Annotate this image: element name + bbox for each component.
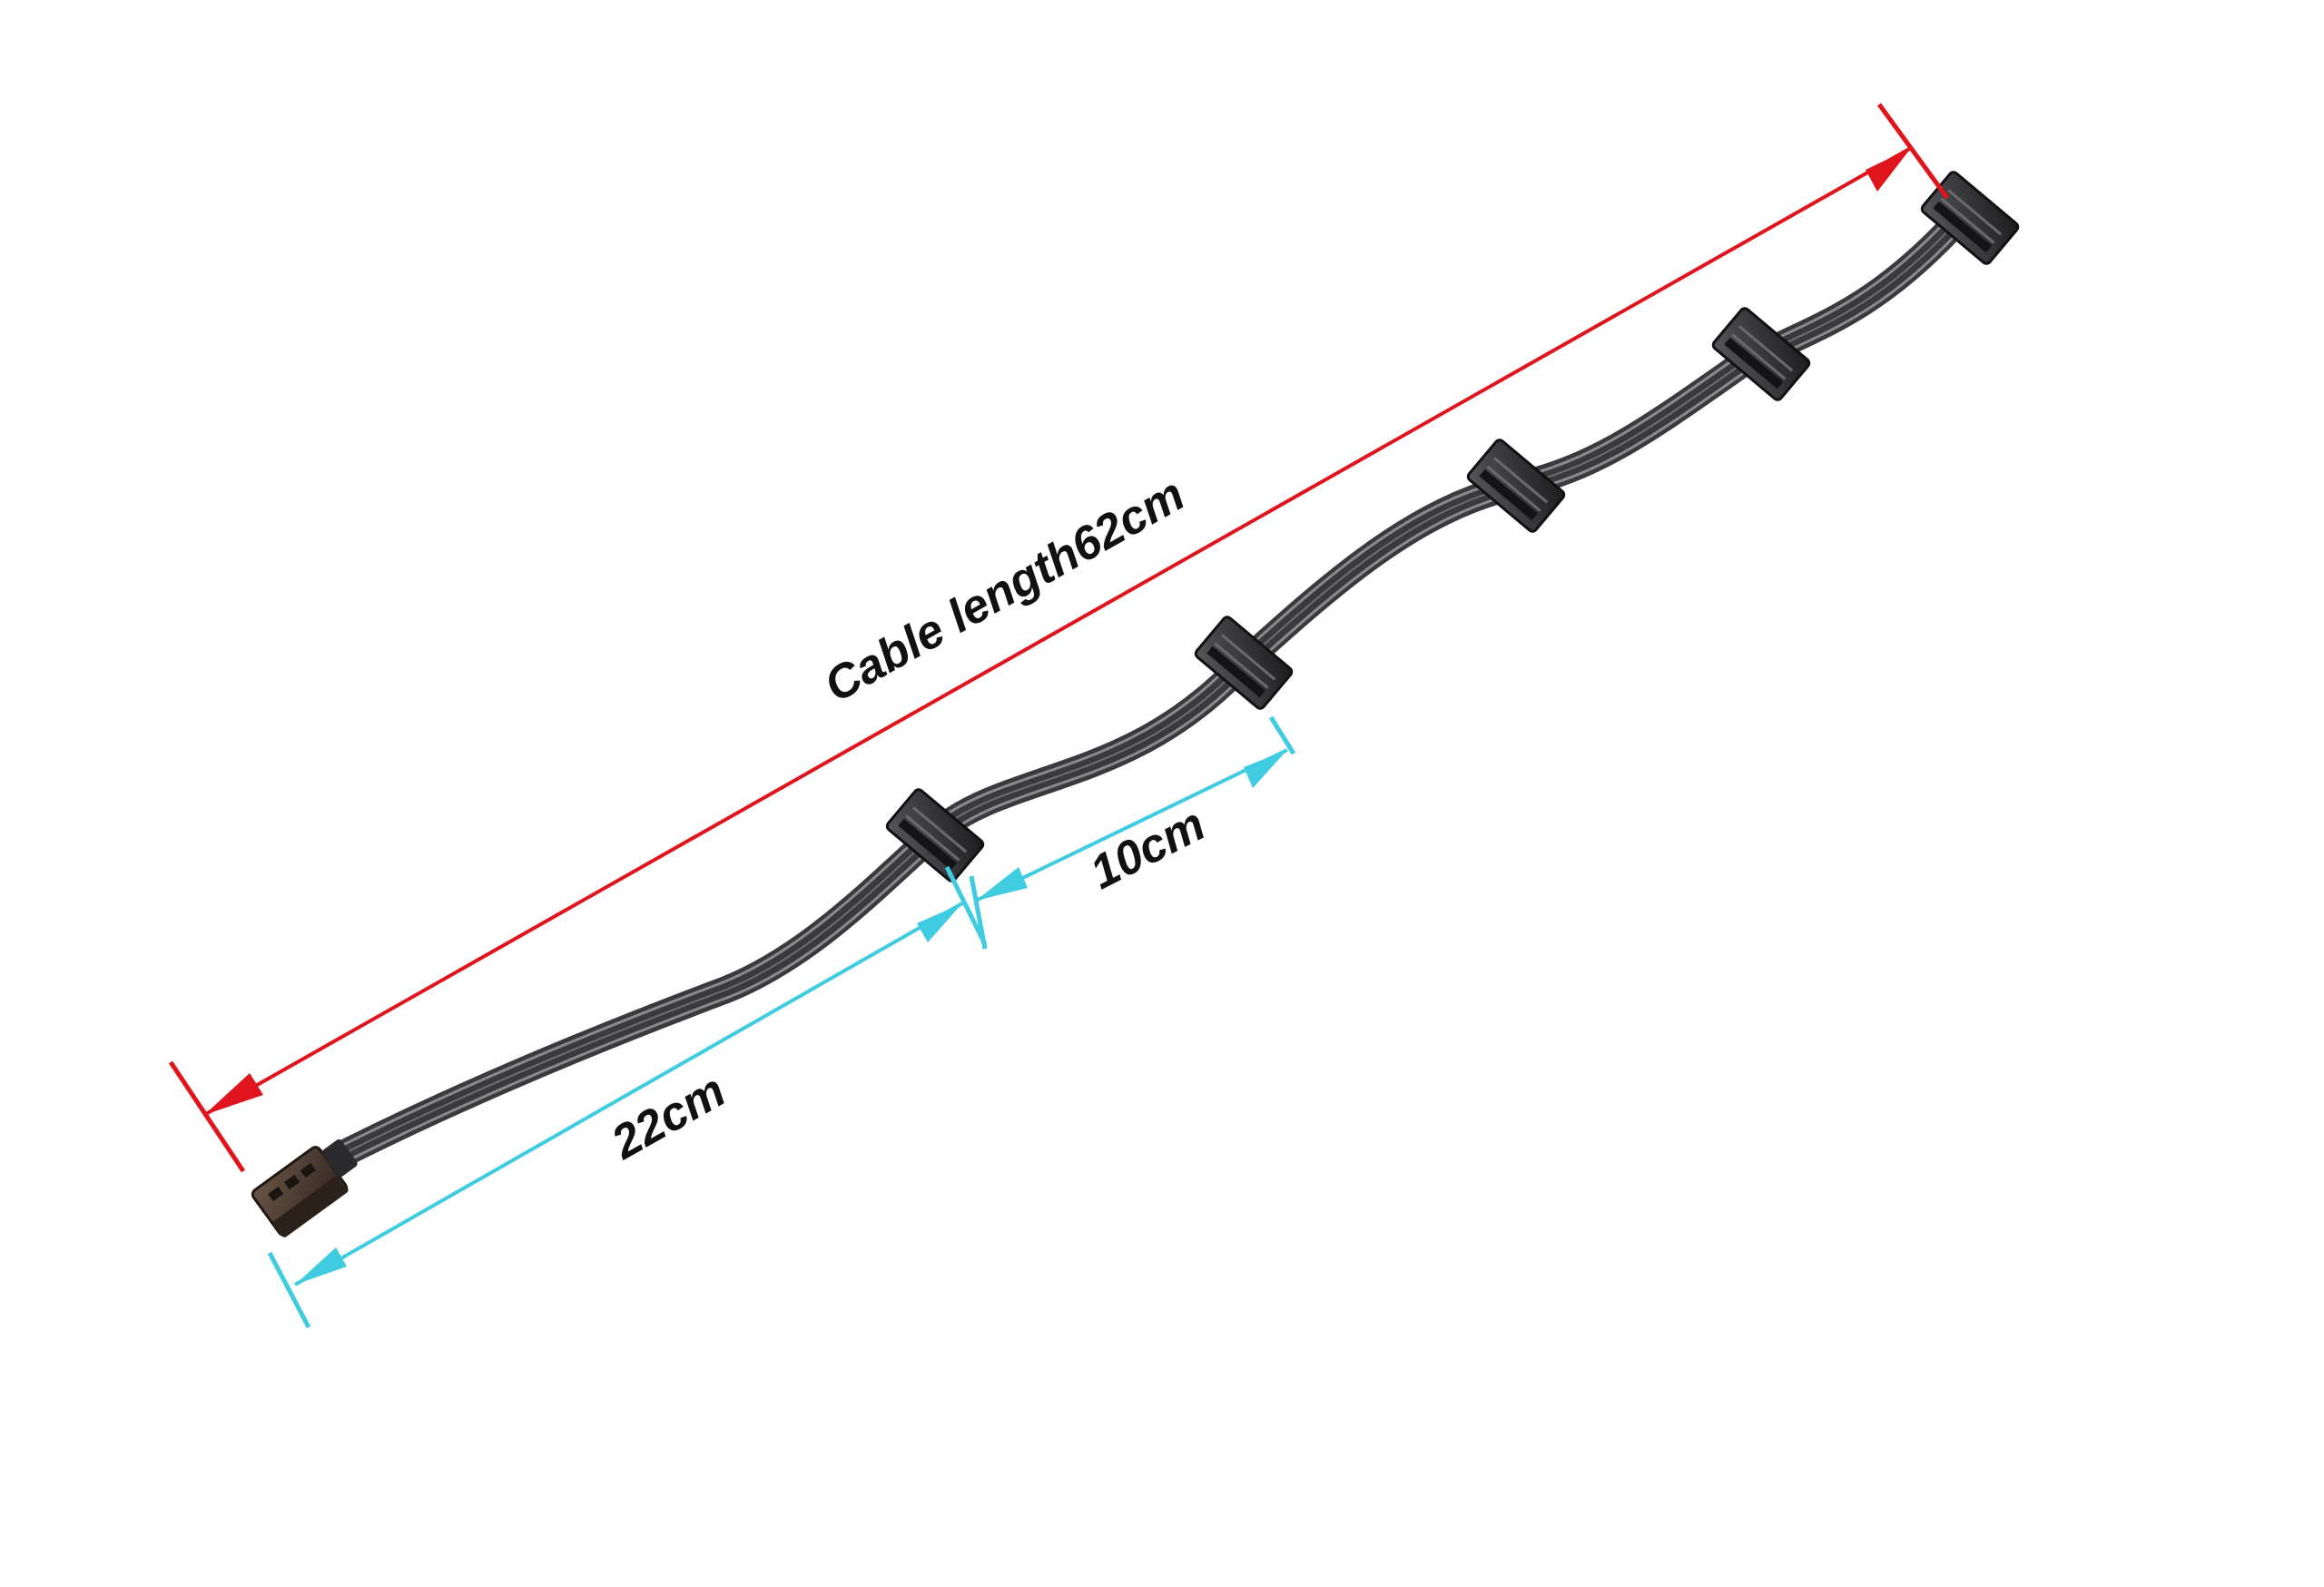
cable-wire-bundle [331,213,1965,1167]
total-length-extension-right [1876,103,1950,200]
second-segment-extension-left [969,875,988,950]
cable-wire-highlight [349,232,1959,1161]
plug-strain-relief [321,1138,358,1178]
cable-wire [331,213,1965,1167]
total-length-arrowhead-left [204,1073,263,1115]
first-segment-extension-right [944,865,988,946]
first-segment-line [294,902,963,1286]
total-length-line [203,146,1912,1117]
second-segment-dimension [969,715,1296,950]
total-length-label: Cable length62cm [816,468,1194,713]
second-segment-label: 10cm [1082,798,1214,900]
inline-connector-3 [1466,439,1566,533]
cable-wire-highlight [338,219,1948,1148]
inline-connector-2 [1194,616,1294,710]
inline-connector-4 [1711,307,1811,401]
first-segment-extension-left [267,1251,311,1329]
cable-wire-highlight [344,226,1953,1154]
second-segment-extension-right [1268,715,1296,755]
first-segment-arrowhead-right [917,903,962,942]
second-segment-line [975,748,1288,902]
total-length-extension-left [168,1060,246,1173]
first-segment-dimension [267,865,988,1329]
second-segment-arrowhead-right [1244,750,1287,788]
main-plug-connector [251,1146,349,1237]
first-segment-arrowhead-left [295,1247,347,1285]
first-segment-label: 22cm [603,1064,734,1169]
inline-connector-1 [885,788,985,882]
second-segment-arrowhead-left [976,867,1028,901]
total-length-dimension [168,103,1950,1173]
total-length-arrowhead-right [1866,148,1911,192]
